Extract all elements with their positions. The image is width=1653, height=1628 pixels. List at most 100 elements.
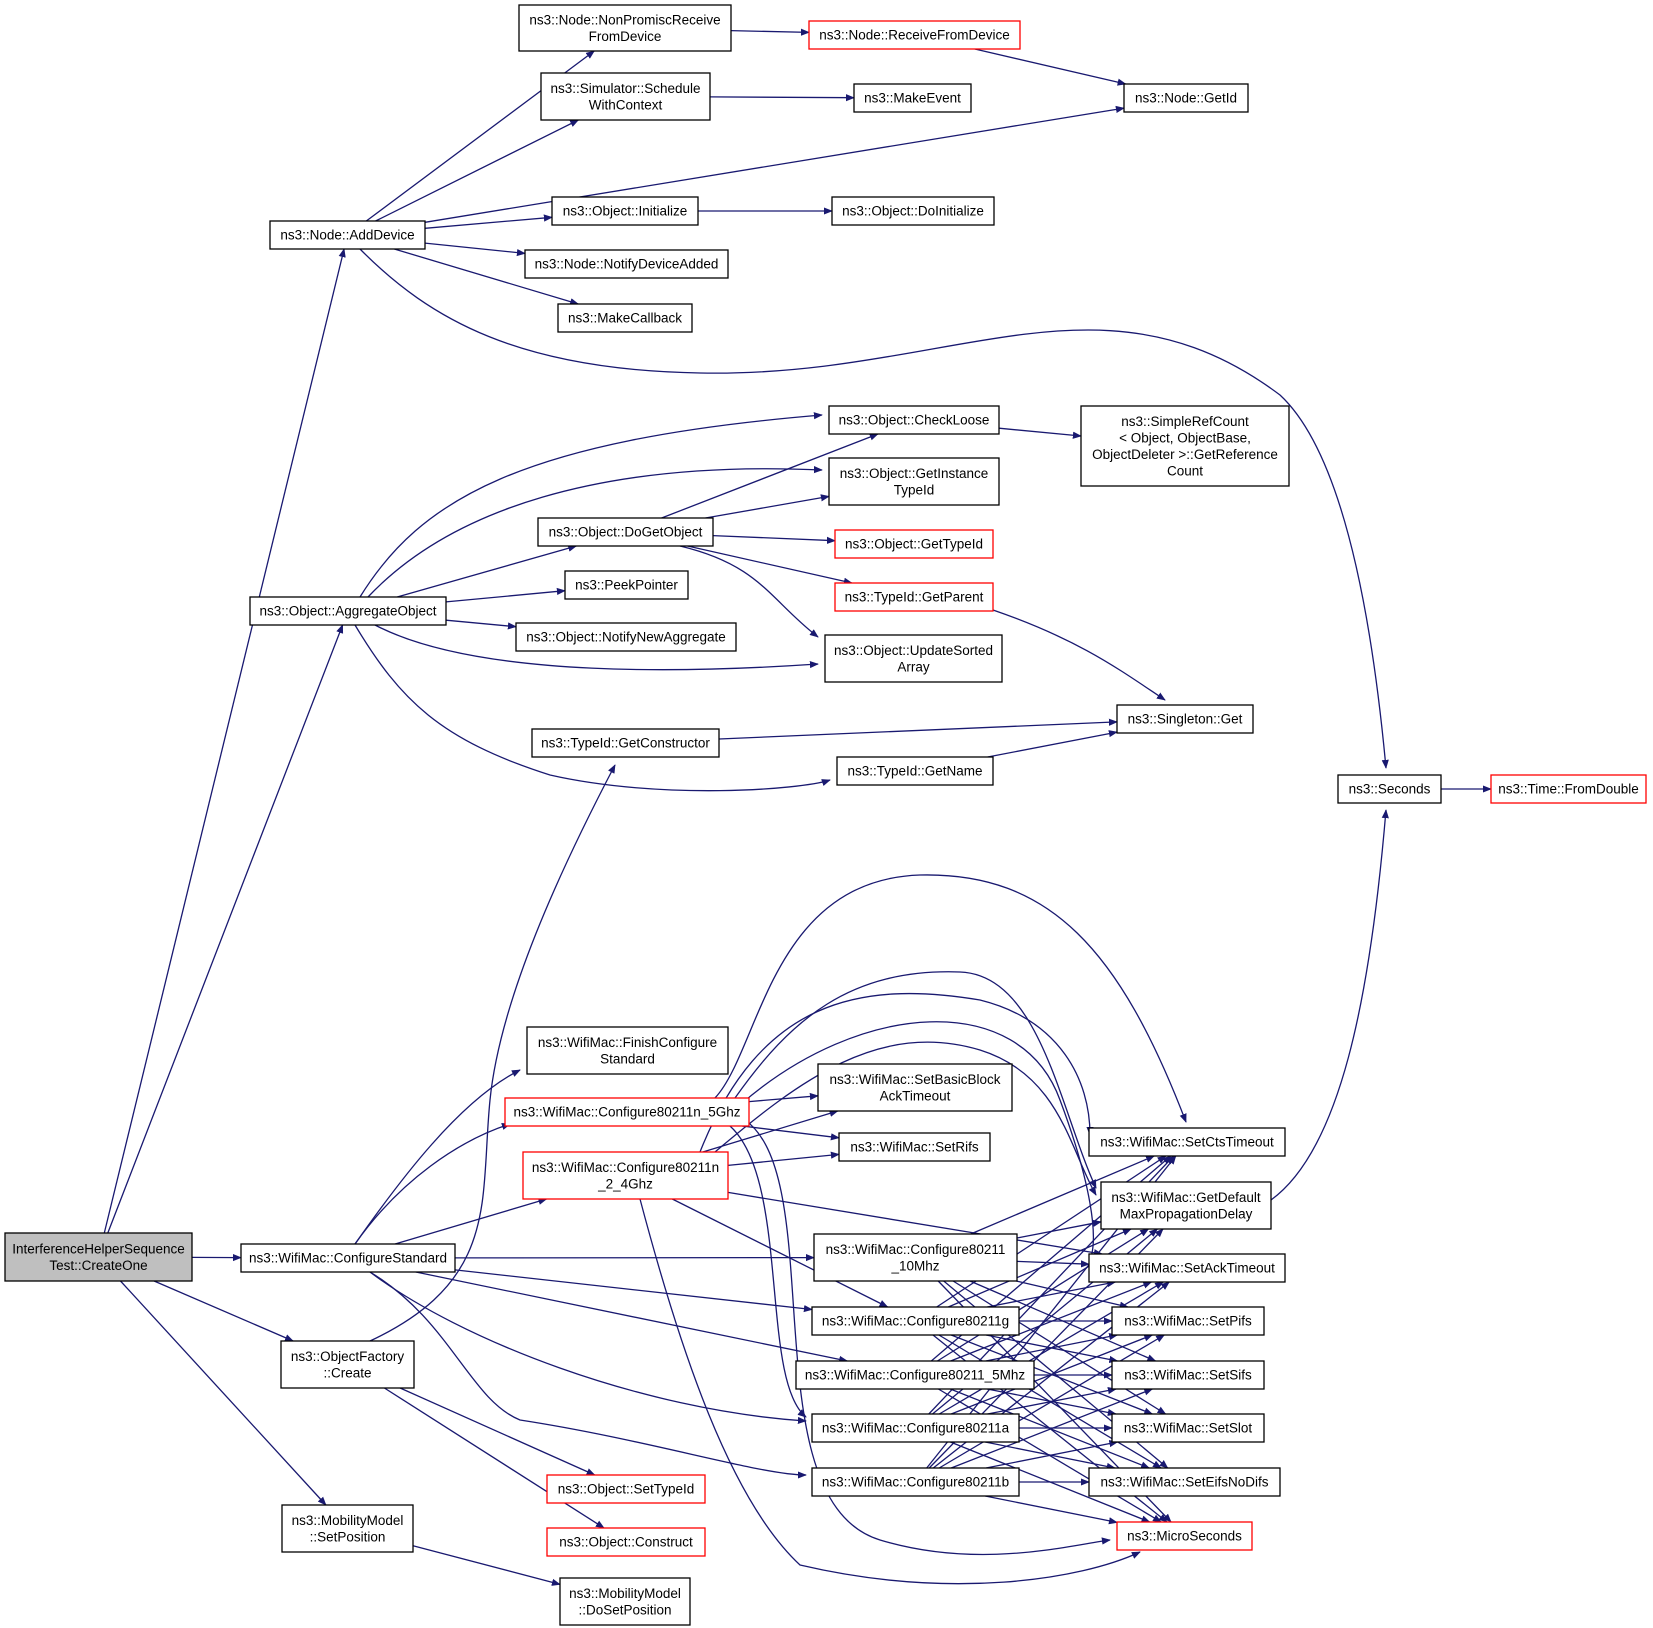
node-do-setpos[interactable]: ns3::MobilityModel::DoSetPosition [559,1577,691,1626]
edge-cfg_10-to-set_pifs [1016,1280,1129,1309]
node-do-init[interactable]: ns3::Object::DoInitialize [831,196,995,226]
node-label: ns3::MobilityModel [569,1586,681,1601]
edge-cfg_g-to-set_cts [936,1155,1167,1308]
node-set-slot[interactable]: ns3::WifiMac::SetSlot [1111,1413,1265,1443]
edge-root-to-add_device [103,248,346,1234]
node-label: ns3::TypeId::GetParent [845,590,984,605]
edge-cfg_b-to-set_pifs [938,1334,1166,1469]
node-make-cb[interactable]: ns3::MakeCallback [557,303,693,333]
node-set-eifs[interactable]: ns3::WifiMac::SetEifsNoDifs [1088,1467,1281,1497]
node-label: ObjectDeleter >::GetReference [1092,447,1278,462]
node-set-cts[interactable]: ns3::WifiMac::SetCtsTimeout [1088,1127,1286,1157]
node-box [551,196,699,226]
node-cfg-g[interactable]: ns3::WifiMac::Configure80211g [811,1306,1020,1336]
node-simple-ref[interactable]: ns3::SimpleRefCount< Object, ObjectBase,… [1080,405,1290,487]
node-box [828,457,1000,506]
edge-cfg_n24-to-set_babt [702,1109,839,1153]
node-notify-agg[interactable]: ns3::Object::NotifyNewAggregate [515,622,737,652]
node-micro[interactable]: ns3::MicroSeconds [1116,1521,1253,1551]
node-cfg-n5[interactable]: ns3::WifiMac::Configure80211n_5Ghz [504,1097,750,1127]
node-add-device[interactable]: ns3::Node::AddDevice [269,220,426,250]
node-box [1116,704,1254,734]
edge-cfg_5-to-get_def_mpd [937,1228,1150,1362]
node-box [269,220,426,250]
node-configure-std[interactable]: ns3::WifiMac::ConfigureStandard [240,1243,456,1273]
node-get-def-mpd[interactable]: ns3::WifiMac::GetDefaultMaxPropagationDe… [1100,1181,1272,1230]
edge-configure_std-to-cfg_5 [415,1271,849,1363]
node-label: ns3::WifiMac::SetSifs [1124,1368,1252,1383]
node-set-ack[interactable]: ns3::WifiMac::SetAckTimeout [1088,1253,1286,1283]
node-box [281,1504,414,1553]
edge-aggregate-to-get_name [354,624,831,792]
node-set-rifs[interactable]: ns3::WifiMac::SetRifs [838,1132,991,1162]
node-cfg-a[interactable]: ns3::WifiMac::Configure80211a [811,1413,1020,1443]
node-mob-setpos[interactable]: ns3::MobilityModel::SetPosition [281,1504,414,1553]
node-do-get-obj[interactable]: ns3::Object::DoGetObject [537,517,714,547]
node-obj-factory[interactable]: ns3::ObjectFactory::Create [280,1340,415,1389]
node-label: ns3::WifiMac::Configure80211n_5Ghz [513,1105,740,1120]
edge-configure_std-to-cfg_a [369,1271,807,1425]
node-label: ns3::WifiMac::Configure80211 [826,1242,1006,1257]
edge-cfg_n5-to-set_ack [739,1021,1096,1263]
node-obj-init[interactable]: ns3::Object::Initialize [551,196,699,226]
node-label: ns3::PeekPointer [575,578,678,593]
edge-get_name-to-singleton [987,730,1118,758]
node-make-event[interactable]: ns3::MakeEvent [853,83,972,113]
node-set-sifs[interactable]: ns3::WifiMac::SetSifs [1111,1360,1265,1390]
node-peek-ptr[interactable]: ns3::PeekPointer [564,570,689,600]
node-label: ns3::WifiMac::Configure80211_5Mhz [805,1368,1026,1383]
node-get-parent[interactable]: ns3::TypeId::GetParent [834,582,994,612]
node-root[interactable]: InterferenceHelperSequenceTest::CreateOn… [4,1232,193,1282]
node-check-loose[interactable]: ns3::Object::CheckLoose [828,405,1000,435]
node-singleton[interactable]: ns3::Singleton::Get [1116,704,1254,734]
node-set-typeid[interactable]: ns3::Object::SetTypeId [546,1474,706,1504]
node-box [1080,405,1290,487]
edge-aggregate-to-upd_sorted [374,624,819,671]
node-label: ns3::WifiMac::Configure80211g [822,1314,1009,1329]
node-label: ::Create [323,1365,371,1380]
node-notify-dev[interactable]: ns3::Node::NotifyDeviceAdded [524,249,729,279]
edge-do_get_obj-to-get_parent [687,545,853,585]
node-get-tid[interactable]: ns3::Object::GetTypeId [834,529,994,559]
edge-add_device-to-sched_ctx [375,119,580,222]
node-label: ns3::WifiMac::GetDefault [1111,1190,1261,1205]
node-get-ctor[interactable]: ns3::TypeId::GetConstructor [531,728,720,758]
node-cfg-n24[interactable]: ns3::WifiMac::Configure80211n_2_4Ghz [522,1151,729,1200]
node-from-double[interactable]: ns3::Time::FromDouble [1490,774,1647,804]
node-label: ns3::Object::Initialize [563,204,688,219]
edge-configure_std-to-cfg_g [454,1269,813,1313]
node-label: ns3::TypeId::GetName [847,764,982,779]
node-get-name[interactable]: ns3::TypeId::GetName [836,756,994,786]
node-cfg-5[interactable]: ns3::WifiMac::Configure80211_5Mhz [795,1360,1035,1390]
node-get-id[interactable]: ns3::Node::GetId [1123,83,1249,113]
node-label: ns3::Singleton::Get [1128,712,1243,727]
node-cfg-10[interactable]: ns3::WifiMac::Configure80211_10Mhz [813,1233,1018,1282]
node-label: ns3::MakeCallback [568,311,682,326]
node-label: ns3::ObjectFactory [291,1349,405,1364]
node-set-pifs[interactable]: ns3::WifiMac::SetPifs [1111,1306,1265,1336]
node-box [1116,1521,1253,1551]
node-seconds[interactable]: ns3::Seconds [1337,774,1442,804]
node-label: ns3::WifiMac::ConfigureStandard [249,1251,447,1266]
node-label: ns3::Node::ReceiveFromDevice [819,28,1010,43]
node-box [1123,83,1249,113]
edge-cfg_n5-to-micro [744,1119,1111,1556]
node-recv-dev[interactable]: ns3::Node::ReceiveFromDevice [808,20,1021,50]
node-label: ns3::Object::UpdateSorted [834,643,993,658]
node-label: ns3::WifiMac::SetCtsTimeout [1100,1135,1274,1150]
node-label: ns3::WifiMac::SetBasicBlock [829,1072,1000,1087]
node-aggregate[interactable]: ns3::Object::AggregateObject [249,596,447,626]
node-box [1088,1127,1286,1157]
node-label: ns3::Node::GetId [1135,91,1237,106]
edge-cfg_n5-to-cfg_a [729,1125,807,1418]
edge-configure_std-to-cfg_n24 [394,1197,548,1245]
node-cfg-b[interactable]: ns3::WifiMac::Configure80211b [811,1467,1020,1497]
node-construct[interactable]: ns3::Object::Construct [546,1527,706,1557]
edge-configure_std-to-finish_cfg [354,1069,521,1245]
